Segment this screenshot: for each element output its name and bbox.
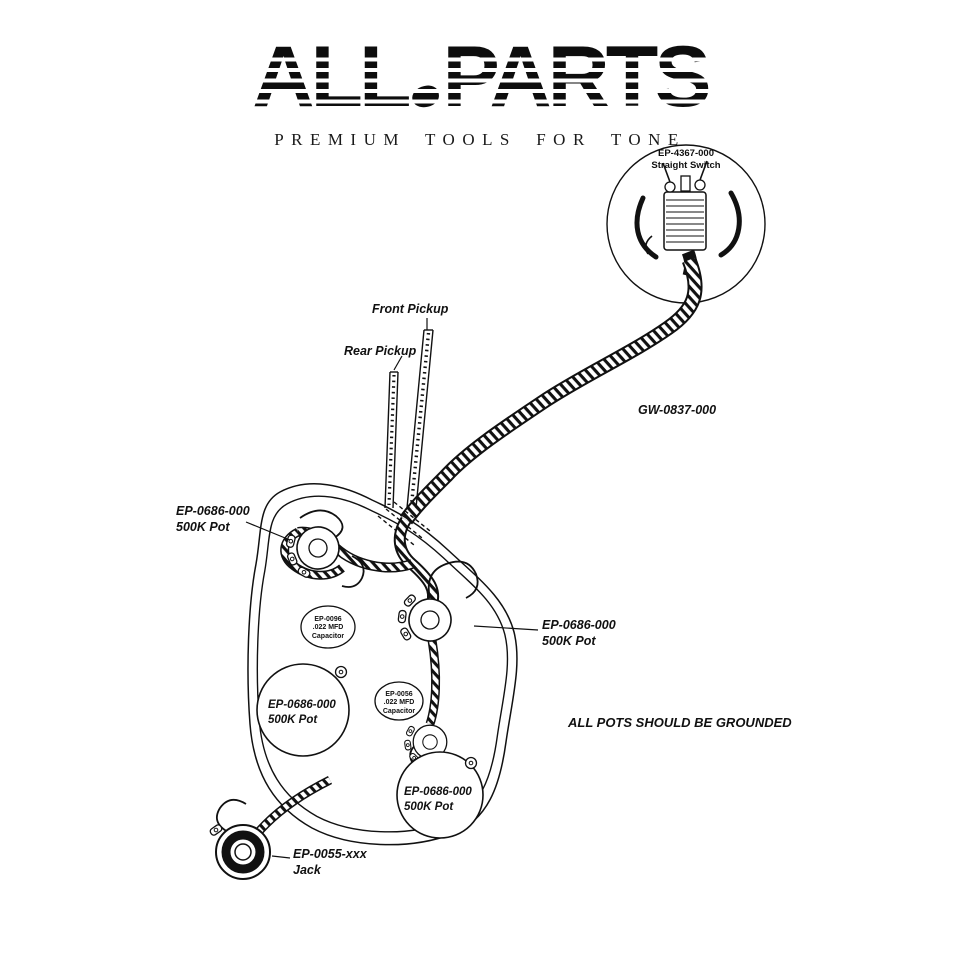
pot-middle-label: EP-0686-000 500K Pot xyxy=(542,617,616,650)
logo-text-parts: PARTS xyxy=(442,29,712,125)
jack-label: EP-0055-xxx Jack xyxy=(293,846,367,879)
capacitor-right-type: Capacitor xyxy=(382,707,416,715)
logo-text-all: ALL xyxy=(252,29,411,125)
capacitor-right-label: EP-0056 .022 MFD Capacitor xyxy=(375,691,423,716)
pot-middle-value: 500K Pot xyxy=(542,634,596,649)
rear-pickup-wire xyxy=(384,355,403,509)
brand-tagline: PREMIUM TOOLS FOR TONE xyxy=(274,130,686,150)
leader-lines xyxy=(245,521,539,859)
output-jack-drawing xyxy=(208,823,271,880)
switch-part-label: EP-4367-000 Straight Switch xyxy=(626,148,746,173)
capacitor-ovals xyxy=(300,605,424,721)
pot-middle-part: EP-0686-000 xyxy=(542,618,616,632)
switch-part-name: Straight Switch xyxy=(651,160,721,172)
pot-bottom-right-label: EP-0686-000 500K Pot xyxy=(404,785,472,815)
pot-upper-left-label: EP-0686-000 500K Pot xyxy=(176,503,250,536)
capacitor-left-part: EP-0096 xyxy=(314,616,342,623)
pot-upper-left-part: EP-0686-000 xyxy=(176,504,250,518)
toggle-switch-drawing xyxy=(606,144,766,304)
jack-name: Jack xyxy=(293,863,321,878)
front-pickup-label: Front Pickup xyxy=(372,302,449,316)
pot-middle-drawing xyxy=(392,591,456,651)
pot-body-circles xyxy=(256,663,484,839)
internal-braid-wires xyxy=(243,516,441,850)
pot-upper-left-value: 500K Pot xyxy=(176,520,230,535)
front-pickup-wire xyxy=(406,318,434,509)
capacitor-right-part: EP-0056 xyxy=(385,691,413,698)
pot-bottom-right-part: EP-0686-000 xyxy=(404,786,472,798)
harness-wire xyxy=(399,249,703,525)
ground-wire-label: GW-0837-000 xyxy=(638,403,717,417)
capacitor-left-label: EP-0096 .022 MFD Capacitor xyxy=(301,616,355,641)
brand-header: ALL PARTS PREMIUM TOOLS FOR TONE xyxy=(0,29,960,150)
pot-bottom-right-value: 500K Pot xyxy=(404,800,454,813)
rear-pickup-label: Rear Pickup xyxy=(344,344,417,358)
pot-lower-left-part: EP-0686-000 xyxy=(268,699,336,711)
jack-part: EP-0055-xxx xyxy=(293,847,367,861)
pot-lower-left-value: 500K Pot xyxy=(268,713,318,726)
grounding-note: ALL POTS SHOULD BE GROUNDED xyxy=(568,715,792,730)
pot-lower-left-label: EP-0686-000 500K Pot xyxy=(268,698,336,728)
capacitor-right-value: .022 MFD xyxy=(383,699,415,707)
capacitor-left-value: .022 MFD xyxy=(312,624,344,632)
capacitor-left-type: Capacitor xyxy=(311,632,345,640)
allparts-logo: ALL PARTS xyxy=(246,29,714,125)
switch-part-number: EP-4367-000 xyxy=(658,148,714,159)
